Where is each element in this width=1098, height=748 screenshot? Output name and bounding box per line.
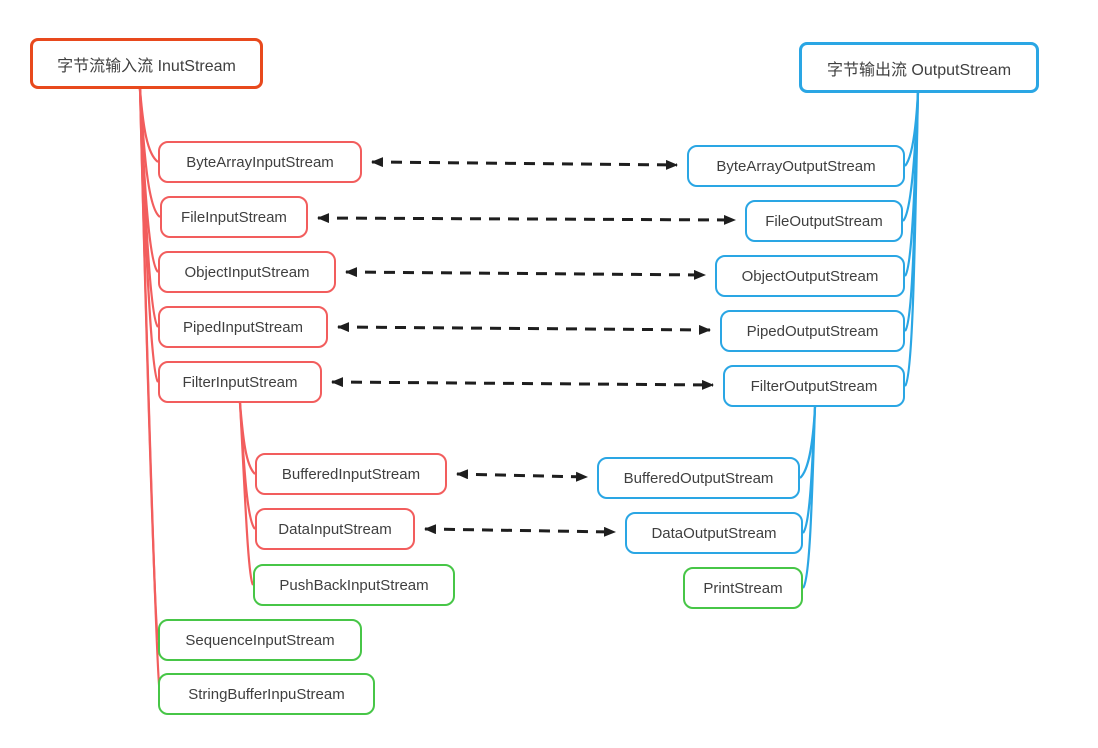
output-branches [799,91,920,589]
node-filteroutputstream[interactable]: FilterOutputStream [723,365,905,407]
node-stringbufferinpustream[interactable]: StringBufferInpuStream [158,673,375,715]
node-pipedoutputstream[interactable]: PipedOutputStream [720,310,905,352]
node-objectinputstream[interactable]: ObjectInputStream [158,251,336,293]
node-input-root[interactable]: 字节流输入流 InutStream [30,38,263,89]
node-filterinputstream[interactable]: FilterInputStream [158,361,322,403]
node-pipedinputstream[interactable]: PipedInputStream [158,306,328,348]
node-bufferedinputstream[interactable]: BufferedInputStream [255,453,447,495]
node-printstream[interactable]: PrintStream [683,567,803,609]
node-output-root[interactable]: 字节输出流 OutputStream [799,42,1039,93]
stream-pair-arrows [317,157,736,537]
input-branches [138,88,256,695]
node-datainputstream[interactable]: DataInputStream [255,508,415,550]
node-bytearrayinputstream[interactable]: ByteArrayInputStream [158,141,362,183]
node-fileoutputstream[interactable]: FileOutputStream [745,200,903,242]
node-pushbackinputstream[interactable]: PushBackInputStream [253,564,455,606]
node-fileinputstream[interactable]: FileInputStream [160,196,308,238]
node-objectoutputstream[interactable]: ObjectOutputStream [715,255,905,297]
node-bufferedoutputstream[interactable]: BufferedOutputStream [597,457,800,499]
node-dataoutputstream[interactable]: DataOutputStream [625,512,803,554]
node-sequenceinputstream[interactable]: SequenceInputStream [158,619,362,661]
node-bytearrayoutputstream[interactable]: ByteArrayOutputStream [687,145,905,187]
